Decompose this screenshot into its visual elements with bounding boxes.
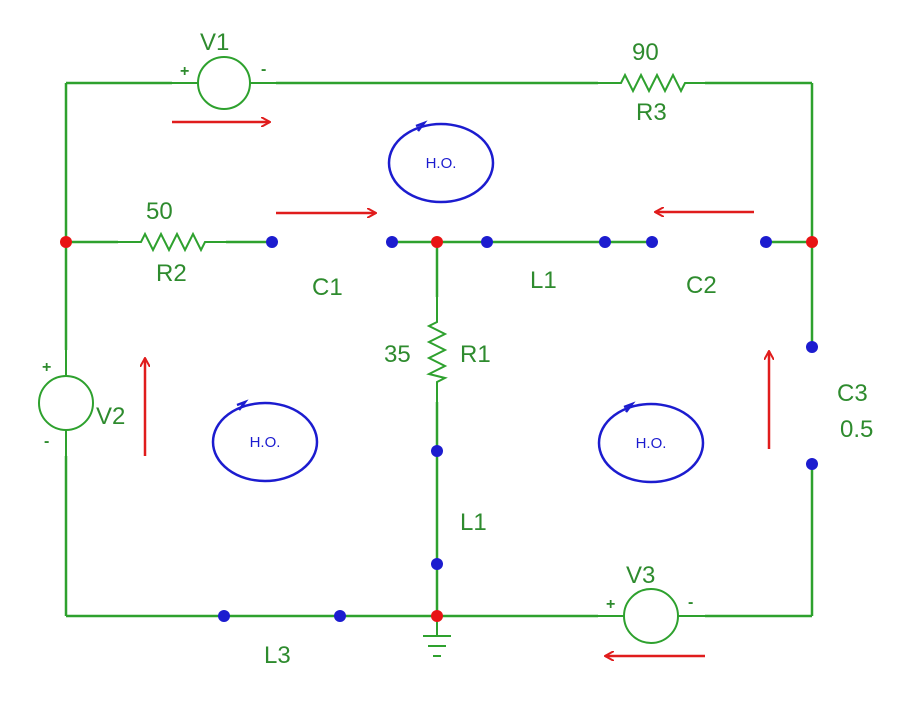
terminal-l1-mid-bottom [431,558,443,570]
mesh-loop-left: H.O. [211,399,319,483]
mesh-loop-right: H.O. [597,401,705,484]
r1-value: 35 [384,341,411,368]
v1-label: V1 [200,29,229,56]
c1-label: C1 [312,274,343,301]
node-bottom-ground [431,610,443,622]
v3-minus-sign: - [688,594,693,611]
terminal-c3-top [806,341,818,353]
component-terminals [218,236,818,622]
terminal-l3-left [218,610,230,622]
terminal-c1-right [386,236,398,248]
terminal-r2-c1 [266,236,278,248]
c3-label: C3 [837,380,868,407]
v3-label: V3 [626,562,655,589]
r3-value: 90 [632,39,659,66]
v1-minus-sign: - [261,61,266,78]
loop-left-label: H.O. [250,434,281,451]
voltage-source-v3: + - V3 [598,562,705,644]
node-center [431,236,443,248]
resistor-r3: 90 R3 [598,39,705,126]
wires [64,81,814,618]
resistor-r2: 50 R2 [118,198,226,287]
voltage-source-v1: + - V1 [172,29,276,110]
v2-label: V2 [96,403,125,430]
resistor-r1: 35 R1 [384,297,491,402]
c3-value: 0.5 [840,416,873,443]
terminal-l1-mid-top [431,445,443,457]
v3-plus-sign: + [606,596,615,613]
loop-right-label: H.O. [636,435,667,452]
loop-top-label: H.O. [426,155,457,172]
voltage-source-v2: + - V2 [38,350,125,456]
terminal-c2-right [760,236,772,248]
v2-minus-sign: - [44,433,49,450]
mesh-loop-top: H.O. [387,120,495,204]
terminal-l1-top-left [481,236,493,248]
v2-plus-sign: + [42,359,51,376]
terminal-l3-right [334,610,346,622]
node-left [60,236,72,248]
terminal-l1-top-right [599,236,611,248]
r3-label: R3 [636,99,667,126]
l1-mid-label: L1 [460,509,487,536]
v1-plus-sign: + [180,63,189,80]
r1-label: R1 [460,341,491,368]
node-right [806,236,818,248]
terminal-c3-bottom [806,458,818,470]
r2-value: 50 [146,198,173,225]
c2-label: C2 [686,272,717,299]
current-arrows [145,122,769,656]
circuit-nodes [60,236,818,622]
r2-label: R2 [156,260,187,287]
l3-label: L3 [264,642,291,669]
terminal-c2-left [646,236,658,248]
l1-top-label: L1 [530,267,557,294]
